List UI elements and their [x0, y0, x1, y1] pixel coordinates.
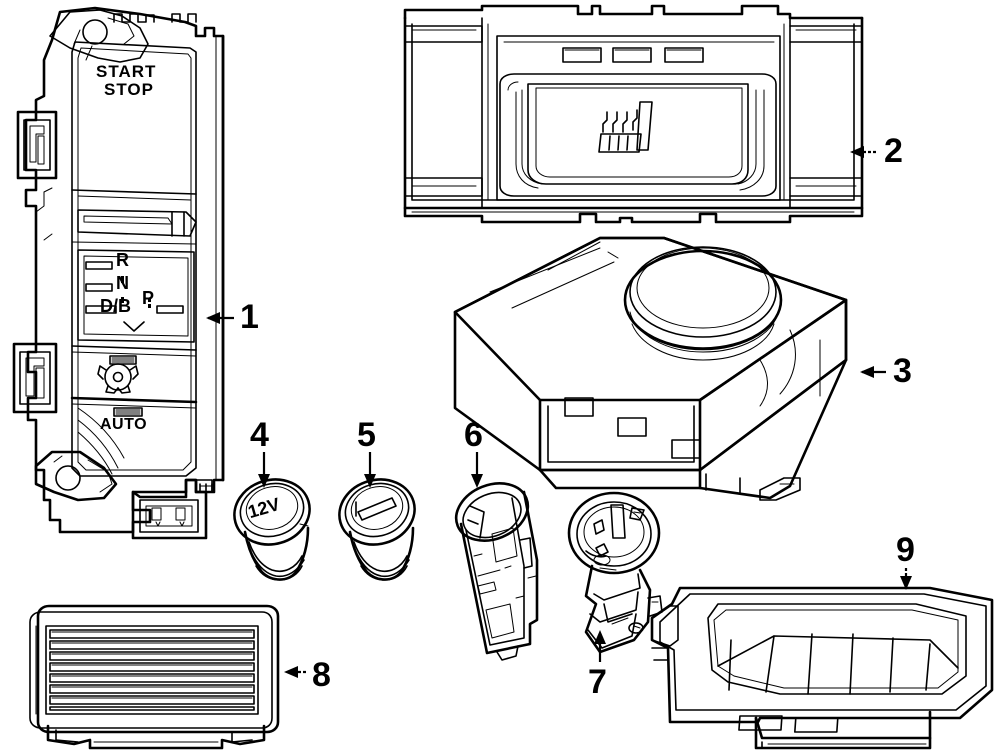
leader-9: [900, 568, 912, 590]
leader-4: [258, 452, 270, 488]
leader-5: [364, 452, 376, 488]
part-9-console-trim-bezel: [650, 586, 994, 750]
leader-8: [284, 666, 306, 678]
leader-6: [471, 452, 483, 488]
callout-1: 1: [240, 298, 259, 336]
leader-3: [860, 366, 886, 378]
part-8-speaker-grille: [29, 604, 280, 750]
blower-fan-icon: [97, 363, 139, 394]
part-5-cigarette-lighter-knob: [338, 478, 416, 581]
part-2-heated-seat-switch: [403, 4, 864, 224]
part-7-socket-receptacle: [567, 491, 663, 654]
leader-1: [206, 312, 234, 324]
start-label: START: [96, 62, 157, 81]
callout-2: 2: [884, 132, 903, 170]
cigarette-lighter-icon: [355, 497, 397, 521]
part-3-rotary-knob-module: [453, 236, 848, 501]
callout-6: 6: [464, 416, 483, 454]
leader-7: [594, 630, 606, 662]
callout-8: 8: [312, 656, 331, 694]
leader-2: [850, 146, 876, 158]
callout-9: 9: [896, 531, 915, 569]
part-1-gear-selector-panel: [12, 6, 225, 540]
gear-db-label: D/B: [100, 296, 131, 316]
part-6-socket-housing: [454, 482, 539, 661]
part-4-power-outlet-cap: [233, 478, 311, 581]
gear-n-label: N: [116, 273, 129, 293]
gear-p-label: P: [142, 288, 155, 308]
callout-7: 7: [588, 663, 607, 701]
callout-5: 5: [357, 416, 376, 454]
callout-3: 3: [893, 352, 912, 390]
callout-leaders: [206, 146, 912, 678]
heated-seat-icon: [598, 101, 653, 153]
gear-r-label: R: [116, 250, 129, 270]
stop-label: STOP: [104, 80, 154, 99]
callout-4: 4: [250, 416, 269, 454]
auto-label: AUTO: [100, 416, 148, 433]
